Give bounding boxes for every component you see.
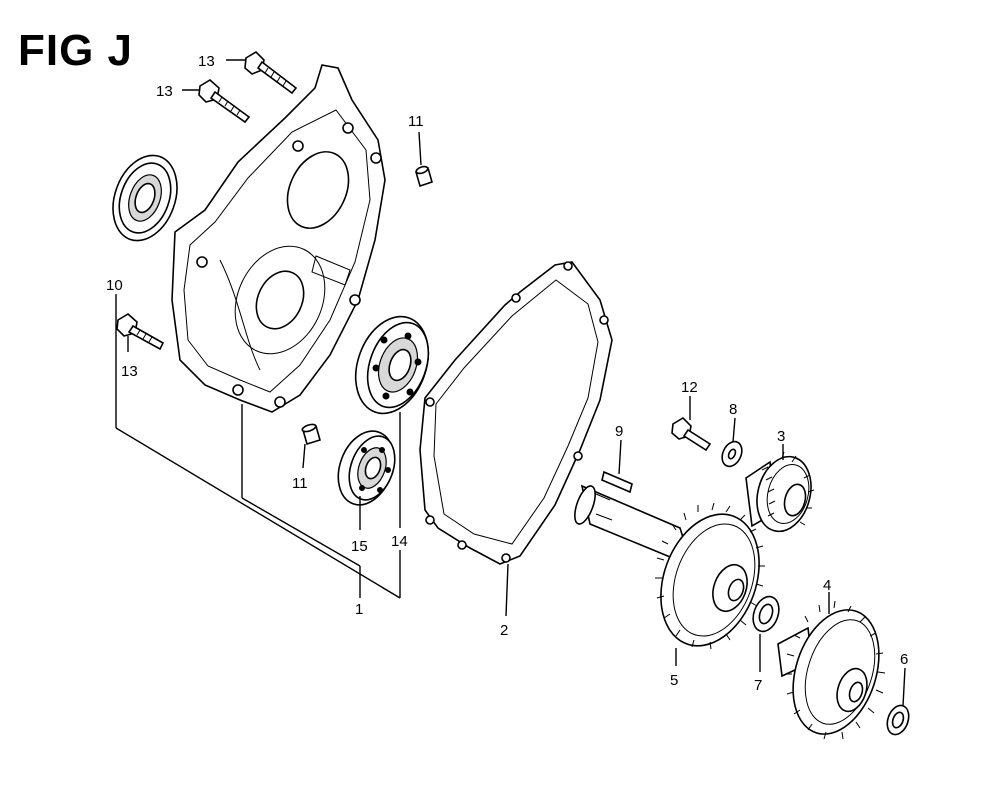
callout-14: 14	[391, 533, 408, 550]
callout-7: 7	[754, 677, 762, 694]
callout-8: 8	[729, 401, 737, 418]
bolt-13-middle	[198, 79, 251, 124]
case-cover-1	[171, 64, 386, 413]
bolt-13-left	[116, 313, 165, 351]
callout-4: 4	[823, 577, 831, 594]
callout-15: 15	[351, 538, 368, 555]
callout-10: 10	[106, 277, 123, 294]
bolt-13-upper	[244, 50, 298, 95]
dowel-pin-11-upper	[415, 165, 433, 188]
callout-13: 13	[121, 363, 138, 380]
gear-shaft-5	[574, 484, 765, 650]
callout-2: 2	[500, 622, 508, 639]
callout-13: 13	[156, 83, 173, 100]
bolt-12	[671, 416, 712, 452]
washer-7	[752, 595, 780, 633]
washer-8	[721, 440, 743, 468]
callout-12: 12	[681, 379, 698, 396]
gear-4	[777, 600, 886, 740]
washer-6	[886, 704, 910, 736]
gear-3	[745, 451, 815, 533]
callout-13: 13	[198, 53, 215, 70]
ball-bearing-14	[354, 315, 430, 415]
dowel-pin-11-lower	[301, 423, 321, 446]
oil-seal-10	[112, 154, 178, 242]
callout-3: 3	[777, 428, 785, 445]
callout-labels: 13 13 11 10 13 11 15 14 1 2 12 8 9 3 5 4…	[106, 53, 908, 694]
key-9	[601, 470, 633, 494]
ball-bearing-15	[337, 430, 396, 506]
callout-11: 11	[292, 475, 308, 492]
gasket-2	[419, 261, 613, 565]
figure-title: FIG J	[18, 26, 134, 75]
callout-6: 6	[900, 651, 908, 668]
callout-1: 1	[355, 601, 363, 618]
callout-11: 11	[408, 113, 424, 130]
callout-9: 9	[615, 423, 623, 440]
leader-lines	[115, 59, 906, 707]
callout-5: 5	[670, 672, 678, 689]
